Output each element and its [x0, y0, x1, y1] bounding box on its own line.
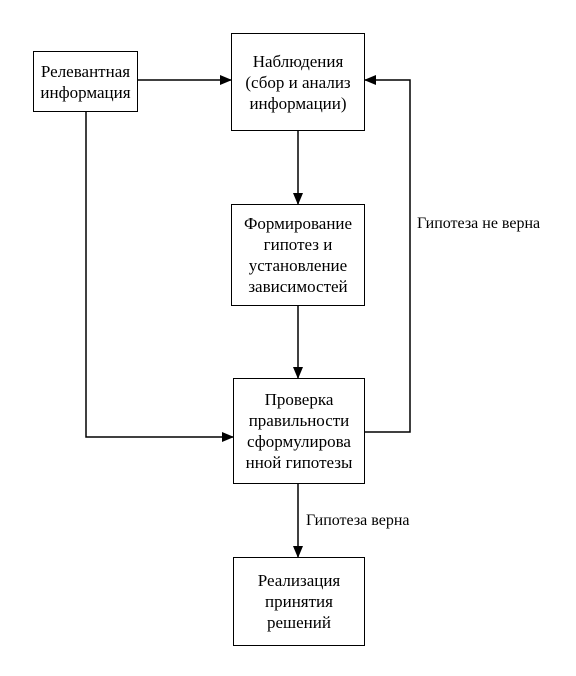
label-hypothesis-true: Гипотеза верна [306, 512, 410, 529]
node-hypothesis-formation: Формирование гипотез и установление зави… [231, 204, 365, 306]
arrow-verification-to-observation [364, 75, 411, 433]
label-hypothesis-false: Гипотеза не верна [417, 215, 541, 232]
node-relevant-information: Релевантная информация [33, 51, 138, 112]
arrow-relevant-to-verification [85, 112, 234, 442]
node-hypothesis-verification: Проверка правильности сформулирова нной … [233, 378, 365, 484]
node-implementation: Реализация принятия решений [233, 557, 365, 646]
node-observation: Наблюдения (сбор и анализ информации) [231, 33, 365, 131]
